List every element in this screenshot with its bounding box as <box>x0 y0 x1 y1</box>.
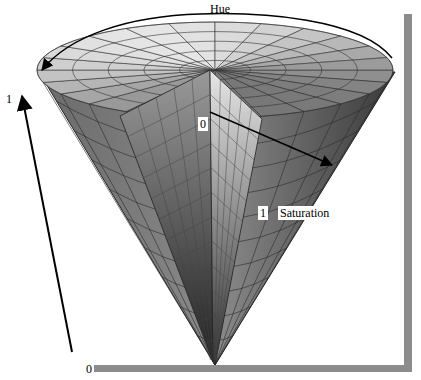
face-grid-line <box>210 95 258 140</box>
face-grid-line <box>128 95 210 137</box>
value-zero-label: 0 <box>84 362 94 376</box>
saturation-label: Saturation <box>278 206 331 220</box>
saturation-zero-label: 0 <box>198 117 208 131</box>
hue-arrow <box>42 14 392 70</box>
face-grid-line <box>211 144 250 181</box>
cut-face-left <box>120 70 213 362</box>
face-grid-line <box>156 98 211 360</box>
frame-shadow <box>404 14 412 372</box>
hue-label: Hue <box>210 2 230 16</box>
face-grid-line <box>214 340 218 344</box>
saturation-arrow <box>210 112 332 165</box>
face-grid-line <box>191 291 214 303</box>
face-grid-line <box>151 168 211 199</box>
face-grid-line <box>213 291 226 303</box>
value-arrow <box>22 96 72 352</box>
face-grid-line <box>213 266 230 282</box>
face-grid-line <box>206 340 214 344</box>
face-grid-line <box>211 119 254 160</box>
face-grid-line <box>167 217 212 240</box>
face-grid-line <box>212 217 238 242</box>
face-grid-line <box>198 315 213 323</box>
cut-face-grid <box>128 79 258 360</box>
cut-face-right <box>210 70 262 365</box>
face-grid-line <box>213 315 222 323</box>
face-grid-line <box>144 144 212 179</box>
face-grid-line <box>159 193 212 220</box>
face-grid-line <box>174 88 212 360</box>
face-grid-line <box>175 242 213 261</box>
face-grid-line <box>212 193 242 222</box>
face-grid-line <box>211 168 246 201</box>
face-grid-line <box>183 266 213 281</box>
value-max-label: 1 <box>6 92 12 106</box>
saturation-max-label: 1 <box>258 206 268 220</box>
frame-shadow <box>88 365 412 372</box>
face-grid-line <box>212 242 234 262</box>
face-grid-line <box>215 90 231 360</box>
